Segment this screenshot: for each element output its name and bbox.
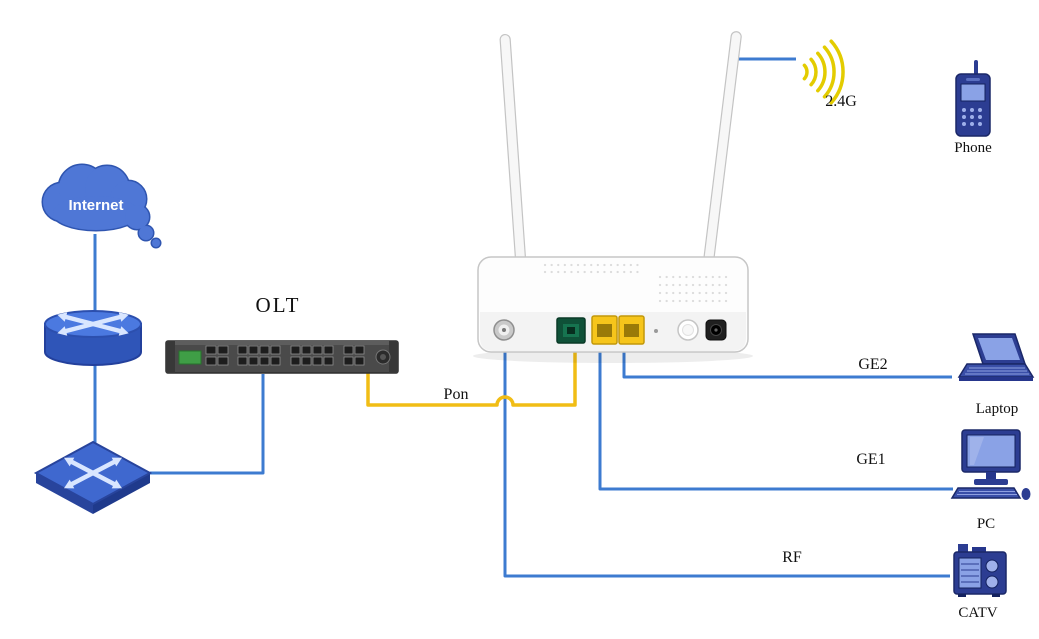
internet-cloud-icon [41,163,162,249]
olt-power-block [178,350,202,365]
catv-label: CATV [958,605,997,621]
phone-label: Phone [954,140,992,156]
onu-device [473,31,753,363]
pc-icon [950,429,1031,500]
blue-links [93,57,953,578]
router-icon [44,310,142,366]
reset-hole [654,329,658,333]
antenna-right [702,31,742,271]
wifi-signal-icon [802,39,845,105]
ge2-label: GE2 [858,356,887,373]
antenna-left [499,33,527,271]
onu-vent-dots [543,263,734,303]
pon-label: Pon [444,386,469,403]
wps-button [677,319,699,341]
laptop-label: Laptop [976,401,1019,417]
link-ge1 [598,345,953,491]
laptop-icon [957,333,1035,381]
catv-icon [953,544,1007,597]
power-jack [705,319,727,341]
link-pon [366,350,577,407]
pc-label: PC [977,516,995,532]
link-ge2 [622,345,952,379]
wifi-label: 2.4G [825,93,857,110]
olt-device [165,340,399,374]
internet-label: Internet [68,197,123,214]
rf-label: RF [782,549,802,566]
coax-port [493,319,515,341]
fiber-port [556,317,586,344]
ge1-label: GE1 [856,451,885,468]
phone-icon [955,60,991,137]
olt-label: OLT [256,293,301,317]
switch-icon [33,440,153,514]
link-switch-olt [150,374,265,475]
ethernet-ports [591,315,645,345]
link-rf [503,345,950,578]
olt-ports [205,345,365,366]
